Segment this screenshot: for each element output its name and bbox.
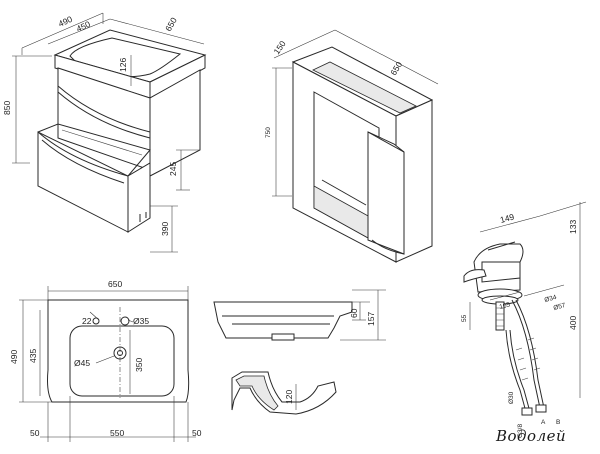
dim-top-inner-depth: 435: [28, 349, 38, 363]
dim-faucet-d34: Ø34: [544, 294, 558, 304]
mirror-cabinet-view: 150 650 750: [265, 29, 439, 263]
dim-top-d45: Ø45: [74, 358, 90, 368]
dim-section-157: 157: [366, 312, 376, 326]
dim-top-depth: 490: [9, 350, 19, 364]
dim-basin-depth: 126: [118, 58, 128, 72]
dim-faucet-hose: Ø30: [508, 391, 515, 404]
dim-top-d22: 22: [82, 316, 92, 326]
dim-mirror-width: 650: [388, 60, 404, 78]
dim-top-right: 50: [192, 428, 202, 438]
dim-top-inner-width: 550: [110, 428, 124, 438]
cabinet-isometric-view: 490 450 650 850 126 245 390: [2, 12, 207, 253]
dim-faucet-top: 133: [568, 220, 578, 234]
dim-mirror-height: 750: [265, 127, 272, 138]
basin-section-detail: 120: [231, 371, 337, 415]
dim-cabinet-width: 650: [163, 15, 179, 33]
dim-mirror-depth: 150: [271, 39, 287, 57]
dim-leg: 390: [160, 222, 170, 236]
dim-faucet-base: 105: [499, 301, 512, 311]
brand-logo-text: Водолей: [495, 427, 566, 445]
dim-faucet-d57: Ø57: [553, 302, 567, 312]
dim-cabinet-inner: 450: [75, 19, 92, 34]
dim-drawer: 245: [168, 162, 178, 176]
basin-section-view: 60 157: [213, 289, 386, 341]
dim-faucet-right: 400: [568, 316, 578, 330]
brand-logo: Водолей: [495, 427, 566, 445]
basin-top-view: 650 490 435 22 Ø35 Ø45 350 50 550 50: [9, 279, 202, 442]
dim-section-120: 120: [284, 390, 294, 404]
dim-top-350: 350: [134, 358, 144, 372]
faucet-label-b: B: [556, 419, 560, 426]
dim-faucet-thread: G3/8: [517, 424, 524, 438]
dim-top-left: 50: [30, 428, 40, 438]
faucet-label-a: A: [541, 419, 546, 426]
dim-top-d35: Ø35: [133, 316, 149, 326]
dim-section-60: 60: [349, 308, 359, 318]
dim-faucet-spout: 149: [499, 212, 516, 225]
dim-faucet-left: 55: [461, 314, 468, 322]
faucet-view: 149 133 400 105 Ø34 Ø57 55 Ø30 G3/8 A B: [461, 201, 587, 438]
dim-cabinet-height: 850: [2, 101, 12, 115]
dim-top-width: 650: [108, 279, 122, 289]
